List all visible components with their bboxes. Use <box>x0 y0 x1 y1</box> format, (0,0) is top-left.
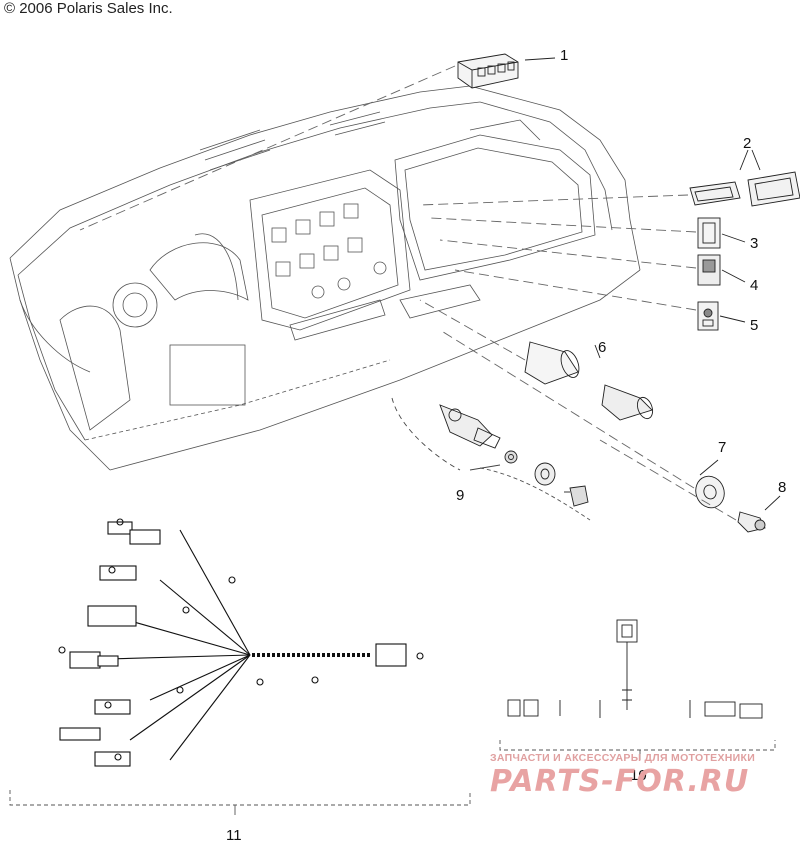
callout-5: 5 <box>750 317 759 334</box>
callout-1: 1 <box>560 47 569 64</box>
callout-10: 10 <box>630 767 647 784</box>
part-7-grommet <box>695 459 725 509</box>
callout-9: 9 <box>456 487 465 504</box>
callout-3: 3 <box>750 235 759 252</box>
callout-2: 2 <box>743 135 752 152</box>
dashboard-assembly <box>9 85 641 471</box>
bracket-11 <box>9 790 471 806</box>
callout-6: 6 <box>598 339 607 356</box>
part-6-power-socket <box>524 341 654 421</box>
bracket-10 <box>499 740 776 751</box>
copyright-notice: © 2006 Polaris Sales Inc. <box>4 0 173 17</box>
watermark-tagline: ЗАПЧАСТИ И АКСЕССУАРЫ ДЛЯ МОТОТЕХНИКИ <box>490 752 756 764</box>
part-9-ignition-switch <box>439 404 589 507</box>
part-1-connector-block <box>457 53 556 89</box>
part-2-bezel <box>689 149 800 207</box>
callout-4: 4 <box>750 277 759 294</box>
part-3-switch-plate <box>697 217 746 249</box>
part-4-rocker-switch <box>697 254 746 286</box>
callout-8: 8 <box>778 479 787 496</box>
callout-7: 7 <box>718 439 727 456</box>
watermark-logo: PARTS-FOR.RU <box>490 764 750 799</box>
callout-11: 11 <box>226 827 242 844</box>
part-8-indicator-bulb <box>737 495 781 533</box>
part-5-switch <box>697 301 746 331</box>
part-10-connector-detail <box>507 619 763 719</box>
part-11-wire-harness <box>58 518 424 767</box>
